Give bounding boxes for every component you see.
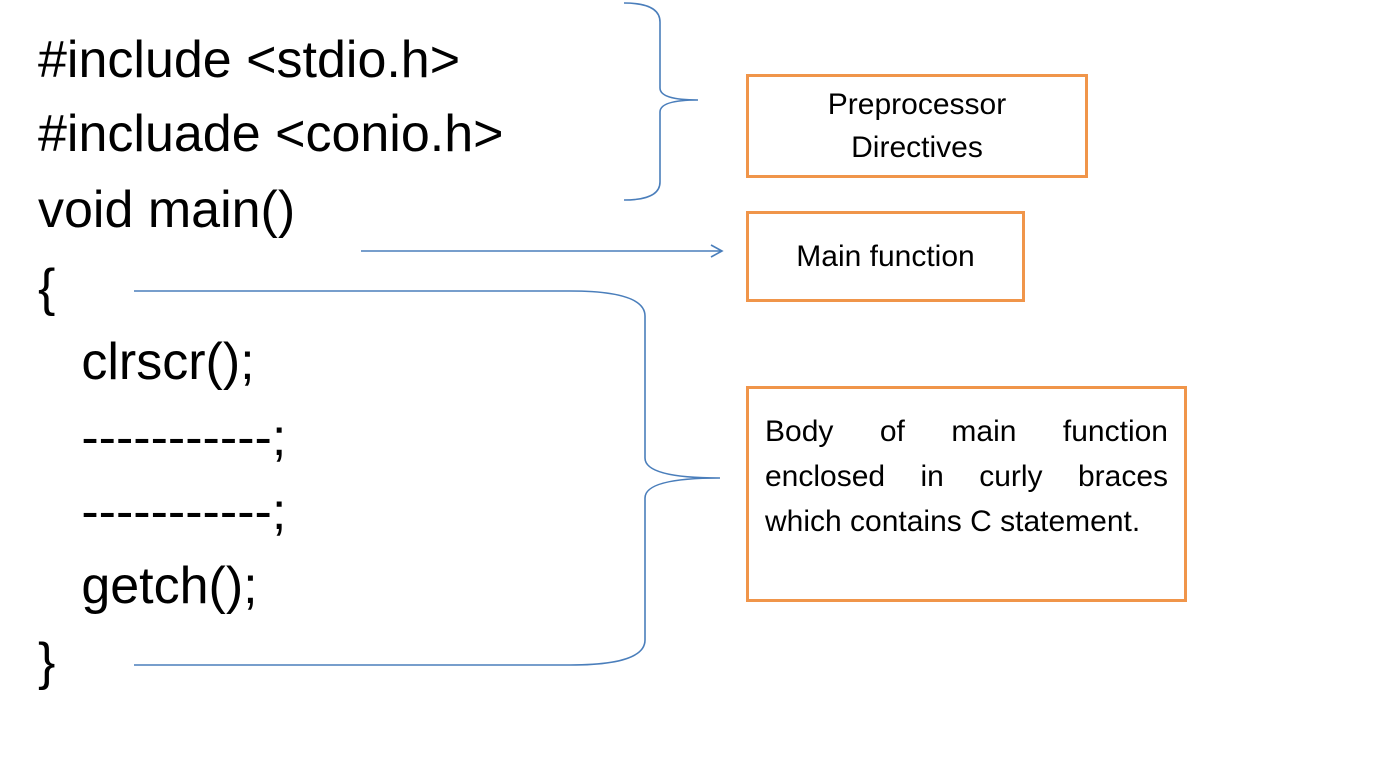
preprocessor-label: Preprocessor (827, 88, 1007, 121)
code-line-include-stdio: #include <stdio.h> (38, 31, 461, 89)
code-line-main-signature: void main() (38, 181, 296, 239)
body-brace (134, 290, 721, 666)
preprocessor-directives-box: Preprocessor Directives (746, 74, 1088, 178)
code-line-include-conio: #incluade <conio.h> (38, 105, 504, 163)
preprocessor-brace (623, 2, 699, 201)
code-line-open-brace: { (38, 259, 56, 317)
directives-label: Directives (851, 131, 983, 164)
code-line-close-brace: } (38, 633, 56, 691)
code-line-getch: getch(); (38, 557, 258, 615)
body-description-box: Body of main function enclosed in curly … (746, 386, 1187, 602)
code-line-statement-2: -----------; (38, 483, 287, 541)
code-line-statement-1: -----------; (38, 409, 287, 467)
main-function-label: Main function (796, 240, 975, 273)
code-line-clrscr: clrscr(); (38, 333, 255, 391)
body-description-text: Body of main function enclosed in curly … (765, 415, 1168, 538)
main-function-box: Main function (746, 211, 1025, 302)
